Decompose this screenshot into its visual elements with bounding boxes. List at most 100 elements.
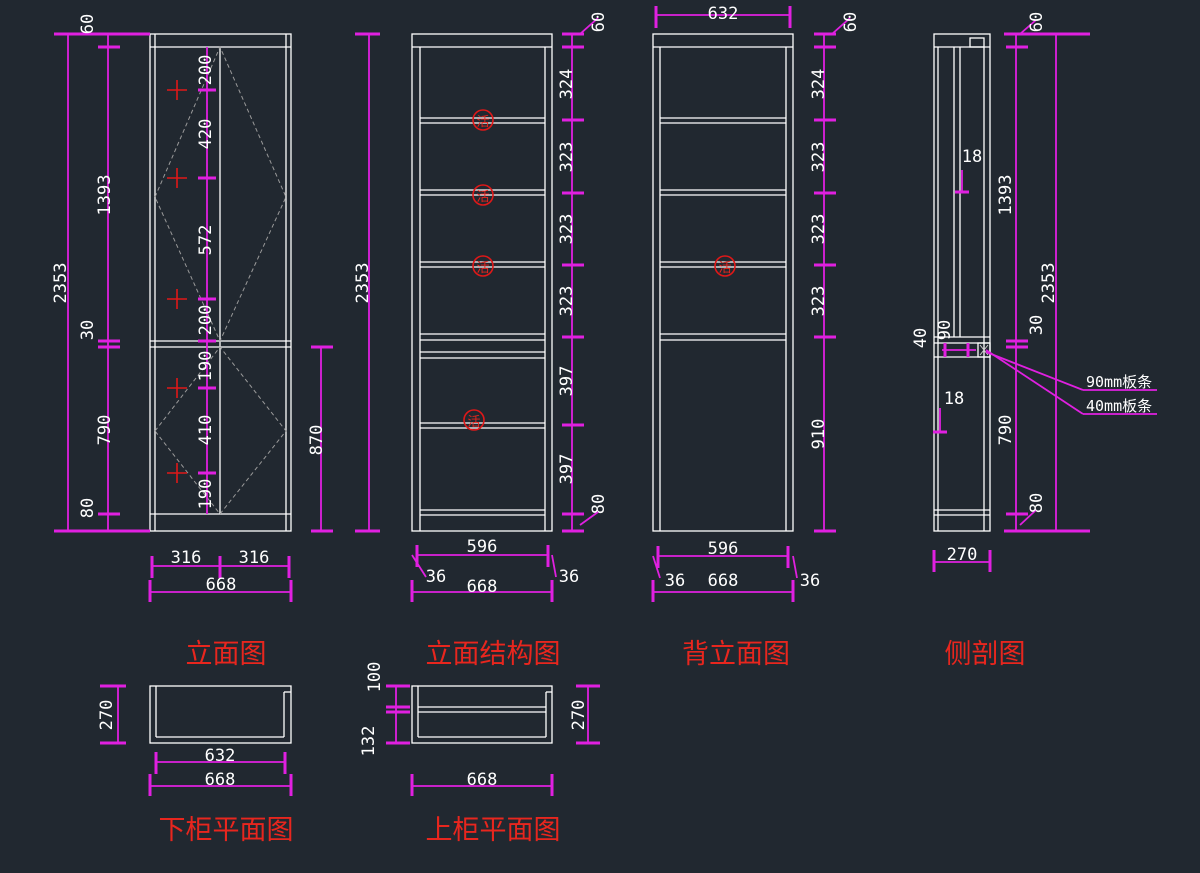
structure-dim-s4: 323 bbox=[557, 286, 577, 317]
structure-dim-total-h: 2353 bbox=[353, 263, 373, 304]
structure-shelves bbox=[420, 117, 545, 516]
back-right-dims bbox=[814, 17, 851, 533]
section-outline bbox=[933, 33, 991, 532]
back-dim-s2: 323 bbox=[809, 142, 829, 173]
section-bottom-dim bbox=[932, 550, 992, 572]
structure-dim-side-l: 36 bbox=[426, 567, 446, 587]
lower-plan-title: 下柜平面图 bbox=[159, 815, 294, 846]
section-dim-d40: 40 bbox=[911, 328, 931, 348]
back-dim-top: 60 bbox=[841, 12, 861, 32]
back-dim-side-r: 36 bbox=[800, 571, 820, 591]
section-dim-depth: 270 bbox=[947, 545, 978, 565]
back-dim-s5: 910 bbox=[809, 419, 829, 450]
structure-dim-s5: 397 bbox=[557, 366, 577, 397]
front-dim-lower: 790 bbox=[95, 415, 115, 446]
structure-outline bbox=[411, 33, 553, 532]
back-shelves bbox=[660, 117, 786, 341]
back-top-dim bbox=[654, 6, 792, 28]
back-dim-side-l: 36 bbox=[665, 571, 685, 591]
front-dim-in-b: 420 bbox=[196, 119, 216, 150]
front-bottom-dims bbox=[148, 556, 293, 602]
upper-plan-dims bbox=[386, 684, 600, 796]
structure-elevation: 活 活 活 活 2353 60 324 323 323 323 397 397 … bbox=[353, 12, 609, 670]
lower-plan-dim-w-total: 668 bbox=[205, 770, 236, 790]
front-dim-w-total: 668 bbox=[206, 575, 237, 595]
front-left-dims bbox=[54, 32, 150, 533]
section-dim-top: 60 bbox=[1027, 12, 1047, 32]
front-dim-total-h: 2353 bbox=[51, 263, 71, 304]
front-dim-in-d: 200 bbox=[196, 305, 216, 336]
upper-plan-dim-100: 100 bbox=[365, 662, 385, 693]
lower-plan-dim-inner-w: 632 bbox=[205, 746, 236, 766]
back-dim-s3: 323 bbox=[809, 214, 829, 245]
structure-left-dim bbox=[355, 32, 380, 533]
front-view-title: 立面图 bbox=[186, 639, 267, 670]
front-dim-base: 80 bbox=[78, 498, 98, 518]
front-right-dim bbox=[311, 345, 333, 533]
structure-dim-inner-w: 596 bbox=[467, 537, 498, 557]
lower-plan-dim-depth: 270 bbox=[97, 700, 117, 731]
upper-door-swing bbox=[154, 45, 287, 343]
front-elevation: 200 420 572 200 190 410 190 2353 60 1393… bbox=[51, 14, 333, 670]
back-dim-top-w: 632 bbox=[708, 4, 739, 24]
upper-plan-dim-132: 132 bbox=[359, 726, 379, 757]
structure-right-dims bbox=[562, 17, 599, 533]
lower-plan-dims bbox=[100, 684, 293, 796]
structure-dim-base: 80 bbox=[589, 494, 609, 514]
upper-plan-dim-depth: 270 bbox=[569, 700, 589, 731]
section-dim-t1: 18 bbox=[962, 147, 982, 167]
front-dim-w-right: 316 bbox=[239, 548, 270, 568]
structure-mark-1: 活 bbox=[476, 115, 489, 130]
structure-mark-4: 活 bbox=[467, 415, 480, 430]
section-dim-d90: 90 bbox=[935, 320, 955, 340]
section-dim-base: 80 bbox=[1027, 493, 1047, 513]
lower-plan: 270 632 668 下柜平面图 bbox=[97, 684, 294, 846]
back-dim-s4: 323 bbox=[809, 286, 829, 317]
structure-dim-s2: 323 bbox=[557, 142, 577, 173]
front-dim-in-c: 572 bbox=[196, 225, 216, 256]
front-dim-in-a: 200 bbox=[196, 55, 216, 86]
front-dim-mid: 30 bbox=[78, 320, 98, 340]
upper-plan-dim-w-total: 668 bbox=[467, 770, 498, 790]
section-view-title: 侧剖图 bbox=[945, 639, 1026, 670]
structure-mark-2: 活 bbox=[476, 190, 489, 205]
front-outline bbox=[149, 33, 292, 532]
front-dim-in-e: 190 bbox=[196, 351, 216, 382]
back-dim-inner-w: 596 bbox=[708, 539, 739, 559]
back-elevation: 活 632 60 324 323 323 323 910 596 36 668 … bbox=[651, 4, 861, 670]
front-dim-upper: 1393 bbox=[95, 175, 115, 216]
back-mark-circle bbox=[714, 255, 736, 277]
section-dim-lower: 790 bbox=[996, 415, 1016, 446]
upper-plan-outline bbox=[411, 685, 553, 744]
section-dim-total-h: 2353 bbox=[1039, 263, 1059, 304]
hinge-marks bbox=[167, 80, 187, 483]
structure-view-title: 立面结构图 bbox=[426, 639, 561, 670]
upper-plan: 100 132 270 668 上柜平面图 bbox=[359, 662, 600, 846]
lower-plan-outline bbox=[149, 685, 292, 744]
section-dim-upper: 1393 bbox=[996, 175, 1016, 216]
front-dim-in-g: 190 bbox=[196, 479, 216, 510]
front-dim-in-f: 410 bbox=[196, 415, 216, 446]
back-dim-s1: 324 bbox=[809, 69, 829, 100]
back-outline bbox=[652, 33, 794, 532]
structure-dim-top: 60 bbox=[589, 12, 609, 32]
front-inner-dim-chain bbox=[198, 47, 216, 514]
front-dim-top: 60 bbox=[78, 14, 98, 34]
structure-dim-w-total: 668 bbox=[467, 577, 498, 597]
front-dim-right-h: 870 bbox=[307, 425, 327, 456]
back-mark: 活 bbox=[718, 261, 731, 276]
section-note-90: 90mm板条 bbox=[1086, 373, 1152, 391]
structure-mark-3: 活 bbox=[476, 261, 489, 276]
back-view-title: 背立面图 bbox=[682, 639, 790, 670]
back-dim-w-total: 668 bbox=[708, 571, 739, 591]
structure-dim-s6: 397 bbox=[557, 454, 577, 485]
section-note-40: 40mm板条 bbox=[1086, 397, 1152, 415]
structure-dim-s3: 323 bbox=[557, 214, 577, 245]
section-dim-mid: 30 bbox=[1027, 315, 1047, 335]
front-dim-w-left: 316 bbox=[171, 548, 202, 568]
structure-marks bbox=[463, 109, 494, 431]
section-callouts bbox=[933, 170, 1157, 434]
structure-dim-side-r: 36 bbox=[559, 567, 579, 587]
